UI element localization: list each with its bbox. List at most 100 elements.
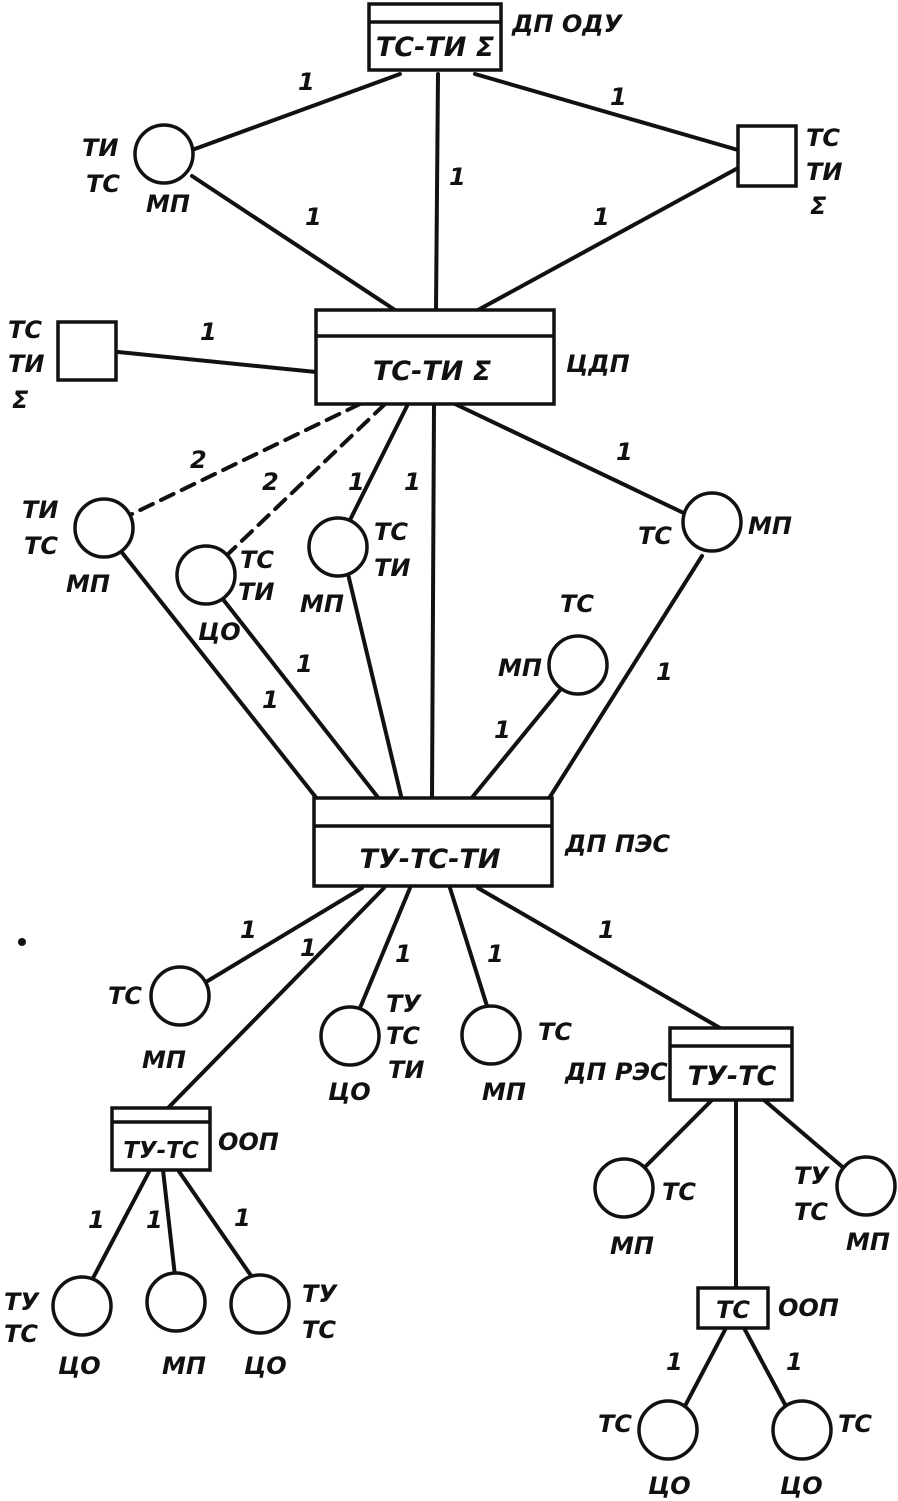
square-right-tag: ТС bbox=[806, 124, 840, 152]
edge-label: 1 bbox=[240, 916, 257, 944]
edge-label: 2 bbox=[262, 468, 279, 496]
circle-tag: ТС bbox=[240, 546, 274, 574]
block-oop2-name: ООП bbox=[778, 1294, 839, 1322]
edge-label: 1 bbox=[593, 203, 610, 231]
block-res: ТУ-ТС ДП РЭС bbox=[564, 1026, 794, 1102]
edge-res-mp-i bbox=[644, 1098, 714, 1168]
edge-square-left-cdp bbox=[116, 350, 318, 374]
edges bbox=[90, 72, 848, 1412]
square-left-tag: ТС bbox=[8, 316, 42, 344]
circle-kind: МП bbox=[146, 190, 190, 218]
circle-tag: ТИ bbox=[388, 1056, 424, 1084]
edge-label: 1 bbox=[666, 1348, 683, 1376]
edge-label: 1 bbox=[146, 1206, 163, 1234]
edge-pes-res bbox=[476, 886, 722, 1030]
block-oop1-name: ООП bbox=[218, 1128, 279, 1156]
block-res-label: ТУ-ТС bbox=[688, 1061, 777, 1092]
circle-kind: МП bbox=[300, 590, 344, 618]
circle-tag: ТУ bbox=[302, 1280, 338, 1308]
scan-speck bbox=[18, 938, 26, 946]
circle-mp-i: ТС МП bbox=[593, 1157, 696, 1260]
square-right-tag: Σ bbox=[810, 192, 827, 220]
edge-label: 2 bbox=[190, 446, 207, 474]
circle-tag: ТИ bbox=[82, 134, 118, 162]
edge-label: 1 bbox=[305, 203, 322, 231]
circle-tag: ТС bbox=[24, 532, 58, 560]
circle-tag: ТС bbox=[838, 1410, 872, 1438]
edge-label: 1 bbox=[300, 934, 317, 962]
circle-tag: ТС bbox=[4, 1320, 38, 1348]
edge-cdp-mp-b bbox=[348, 402, 410, 522]
circle-tag: ТС bbox=[598, 1410, 632, 1438]
square-right: ТС ТИ Σ bbox=[736, 124, 842, 220]
circle-tag: ТИ bbox=[238, 578, 274, 606]
circle-mp-e: ТС МП bbox=[460, 1004, 572, 1106]
edge-res-mp-j bbox=[762, 1098, 848, 1172]
circle-kind: МП bbox=[162, 1352, 206, 1380]
circle-tag: ТС bbox=[662, 1178, 696, 1206]
edge-label: 1 bbox=[494, 716, 511, 744]
edge-label: 1 bbox=[404, 468, 421, 496]
edge-cdp-pes bbox=[430, 402, 436, 802]
edge-label: 1 bbox=[395, 940, 412, 968]
circle-mp-mid: ТС МП bbox=[498, 590, 609, 696]
edge-cdp-mp-right bbox=[453, 402, 692, 518]
circle-tag: ТС bbox=[374, 518, 408, 546]
edge-square-right-cdp bbox=[476, 166, 740, 312]
edge-cdp-mp-left bbox=[130, 402, 362, 516]
edge-label: 1 bbox=[88, 1206, 105, 1234]
edge-mp-left-pes bbox=[118, 548, 320, 802]
square-left: ТС ТИ Σ bbox=[8, 316, 118, 414]
circle-tag: ТС bbox=[108, 982, 142, 1010]
circle-mp-left: ТИ ТС МП bbox=[22, 496, 135, 598]
circle-tag: ТС bbox=[794, 1198, 828, 1226]
block-cdp: ТС-ТИ Σ ЦДП bbox=[314, 308, 630, 406]
block-pes-label: ТУ-ТС-ТИ bbox=[360, 844, 501, 875]
block-cdp-name: ЦДП bbox=[566, 350, 630, 378]
edge-odu-mp-top bbox=[190, 72, 402, 152]
edge-cdp-co-a bbox=[224, 402, 387, 558]
circle-kind: ЦО bbox=[198, 618, 241, 646]
edge-label: 1 bbox=[656, 658, 673, 686]
circle-kind: ЦО bbox=[328, 1078, 371, 1106]
circle-mp-g: МП bbox=[145, 1271, 207, 1380]
edge-oop2-co-k bbox=[683, 1326, 728, 1408]
circle-tag: ТС bbox=[538, 1018, 572, 1046]
edge-label: 1 bbox=[616, 438, 633, 466]
circle-tag: ТС bbox=[386, 1022, 420, 1050]
circle-mp-b: ТС ТИ МП bbox=[300, 516, 410, 618]
edge-label: 1 bbox=[262, 686, 279, 714]
edge-oop1-co-h bbox=[176, 1168, 256, 1282]
circle-kind: ЦО bbox=[58, 1352, 101, 1380]
edge-label: 1 bbox=[487, 940, 504, 968]
edge-mp-top-cdp bbox=[190, 174, 397, 312]
square-right-tag: ТИ bbox=[806, 158, 842, 186]
edge-label: 1 bbox=[449, 163, 466, 191]
circle-co-f: ТУ ТС ЦО bbox=[4, 1275, 113, 1380]
circle-kind: ЦО bbox=[780, 1472, 823, 1500]
edge-mp-right-pes bbox=[546, 554, 704, 802]
edge-labels: 1 1 1 1 1 1 2 2 1 1 1 1 1 1 1 1 1 1 1 1 … bbox=[88, 68, 803, 1376]
block-odu: ТС-ТИ Σ ДП ОДУ bbox=[367, 2, 624, 72]
circle-tag: ТС bbox=[560, 590, 594, 618]
circle-mp-j: ТУ ТС МП bbox=[794, 1155, 897, 1256]
circle-tag: ТС bbox=[302, 1316, 336, 1344]
block-res-name: ДП РЭС bbox=[564, 1058, 668, 1086]
circle-kind: МП bbox=[482, 1078, 526, 1106]
circle-co-h: ТУ ТС ЦО bbox=[229, 1273, 338, 1380]
circle-co-l: ТС ЦО bbox=[771, 1399, 872, 1500]
block-odu-label: ТС-ТИ Σ bbox=[376, 32, 495, 63]
edge-pes-mp-e bbox=[448, 886, 489, 1008]
block-cdp-label: ТС-ТИ Σ bbox=[373, 356, 492, 387]
edge-label: 1 bbox=[298, 68, 315, 96]
circle-kind: МП bbox=[610, 1232, 654, 1260]
edge-label: 1 bbox=[610, 83, 627, 111]
circle-kind: МП bbox=[846, 1228, 890, 1256]
edge-oop2-co-l bbox=[742, 1326, 790, 1412]
edge-label: 1 bbox=[348, 468, 365, 496]
block-oop2: ТС ООП bbox=[696, 1286, 839, 1330]
edge-co-a-pes bbox=[220, 596, 382, 802]
circle-kind: МП bbox=[498, 654, 542, 682]
circle-tag: ТУ bbox=[4, 1288, 40, 1316]
